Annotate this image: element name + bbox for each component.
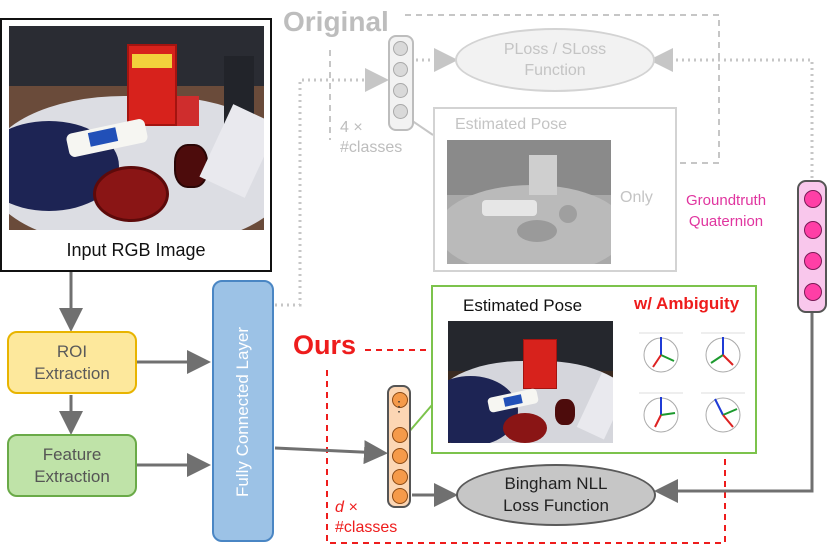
input-image-panel: Input RGB Image xyxy=(0,18,272,272)
ambiguity-plot xyxy=(639,332,683,373)
ours-node xyxy=(392,469,408,485)
ours-to-estimate-line xyxy=(407,404,433,434)
ours-output-nodes: ⋮ xyxy=(387,385,411,508)
red-bowl xyxy=(93,166,169,222)
cracker-box xyxy=(127,44,177,126)
ambiguity-plot xyxy=(701,392,745,433)
groundtruth-label: Groundtruth Quaternion xyxy=(686,192,767,230)
groundtruth-node xyxy=(804,283,822,301)
ours-node xyxy=(392,488,408,504)
ours-node xyxy=(392,427,408,443)
fully-connected-layer-box: Fully Connected Layer xyxy=(212,280,274,542)
ours-title: Ours xyxy=(293,330,357,360)
red-mug xyxy=(174,144,208,188)
feature-extraction-box: Feature Extraction xyxy=(7,434,137,497)
ours-estimated-pose-label: Estimated Pose xyxy=(463,296,583,315)
original-output-dims: 4 × #classes xyxy=(340,119,403,156)
bingham-nll-loss-function: Bingham NLL Loss Function xyxy=(456,464,656,526)
ambiguity-plots xyxy=(639,332,745,433)
roi-extraction-box: ROI Extraction xyxy=(7,331,137,394)
original-node xyxy=(393,41,408,56)
ambiguity-plot xyxy=(701,332,745,373)
original-node xyxy=(393,104,408,119)
ours-node xyxy=(392,448,408,464)
ours-output-dims-suffix: #classes xyxy=(335,519,398,536)
groundtruth-node xyxy=(804,190,822,208)
original-loss-function: PLoss / SLoss Function xyxy=(455,28,655,92)
ours-node-ellipsis: ⋮ xyxy=(392,398,406,414)
original-estimated-pose-image xyxy=(447,140,611,264)
ours-estimated-pose-image xyxy=(448,321,613,443)
fully-connected-layer-label: Fully Connected Layer xyxy=(233,326,252,498)
original-node xyxy=(393,83,408,98)
original-estimated-pose-label: Estimated Pose xyxy=(455,116,568,133)
ours-estimated-pose-panel: Estimated Pose w/ Ambiguity xyxy=(431,285,757,454)
ours-output-dims: d × #classes xyxy=(335,498,397,538)
original-node xyxy=(393,62,408,77)
original-title: Original xyxy=(283,6,389,37)
groundtruth-node xyxy=(804,252,822,270)
original-estimated-pose-panel: Estimated Pose Only xyxy=(433,107,677,272)
groundtruth-node xyxy=(804,221,822,239)
fc-to-ours-arrow xyxy=(274,440,388,465)
groundtruth-to-ploss-arrow xyxy=(649,48,814,178)
original-output-nodes xyxy=(388,35,414,131)
ours-output-dims-prefix: d × xyxy=(335,499,358,516)
fc-to-original-arrow xyxy=(275,68,389,307)
groundtruth-to-bingham-arrow xyxy=(654,313,814,503)
ambiguity-plot xyxy=(639,392,683,433)
original-only-label: Only xyxy=(620,189,653,206)
input-image-caption: Input RGB Image xyxy=(66,240,206,260)
ours-node xyxy=(392,392,408,408)
input-rgb-image xyxy=(9,26,264,230)
groundtruth-quaternion-nodes xyxy=(797,180,827,313)
ours-ambiguity-label: w/ Ambiguity xyxy=(634,294,740,313)
